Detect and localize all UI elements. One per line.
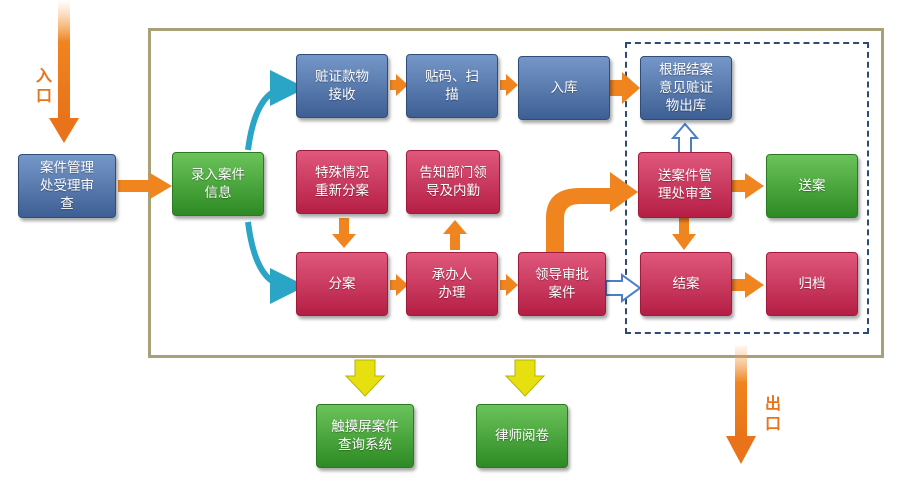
evidence-receive-box: 赃证款物 接收 bbox=[296, 54, 388, 118]
handler-process-box: 承办人 办理 bbox=[406, 252, 498, 316]
leader-approve-box: 领导审批 案件 bbox=[518, 252, 606, 316]
teal-connectors bbox=[245, 70, 306, 304]
evidence-release-box: 根据结案 意见赃证 物出库 bbox=[640, 56, 732, 120]
exit-arrow bbox=[726, 346, 756, 464]
special-reassign-box: 特殊情况 重新分案 bbox=[296, 150, 388, 214]
send-case-box: 送案 bbox=[766, 154, 858, 218]
lawyer-review-box: 律师阅卷 bbox=[476, 404, 568, 468]
archive-box: 归档 bbox=[766, 252, 858, 316]
assign-case-box: 分案 bbox=[296, 252, 388, 316]
orange-arrows bbox=[118, 72, 764, 298]
touchscreen-query-box: 触摸屏案件 查询系统 bbox=[316, 404, 414, 468]
send-review-box: 送案件管 理处审查 bbox=[638, 152, 732, 218]
code-scan-box: 贴码、扫 描 bbox=[406, 54, 498, 118]
close-case-box: 结案 bbox=[640, 252, 732, 316]
exit-label: 出口 bbox=[764, 394, 781, 433]
notify-leaders-box: 告知部门领 导及内勤 bbox=[406, 150, 500, 214]
case-management-box: 案件管理 处受理审 查 bbox=[18, 154, 116, 218]
hollow-arrows bbox=[605, 122, 700, 303]
entry-arrow bbox=[49, 0, 79, 143]
storage-box: 入库 bbox=[518, 56, 610, 120]
entry-label: 入口 bbox=[35, 66, 52, 105]
input-case-info-box: 录入案件 信息 bbox=[172, 152, 264, 216]
yellow-arrows bbox=[344, 359, 546, 397]
